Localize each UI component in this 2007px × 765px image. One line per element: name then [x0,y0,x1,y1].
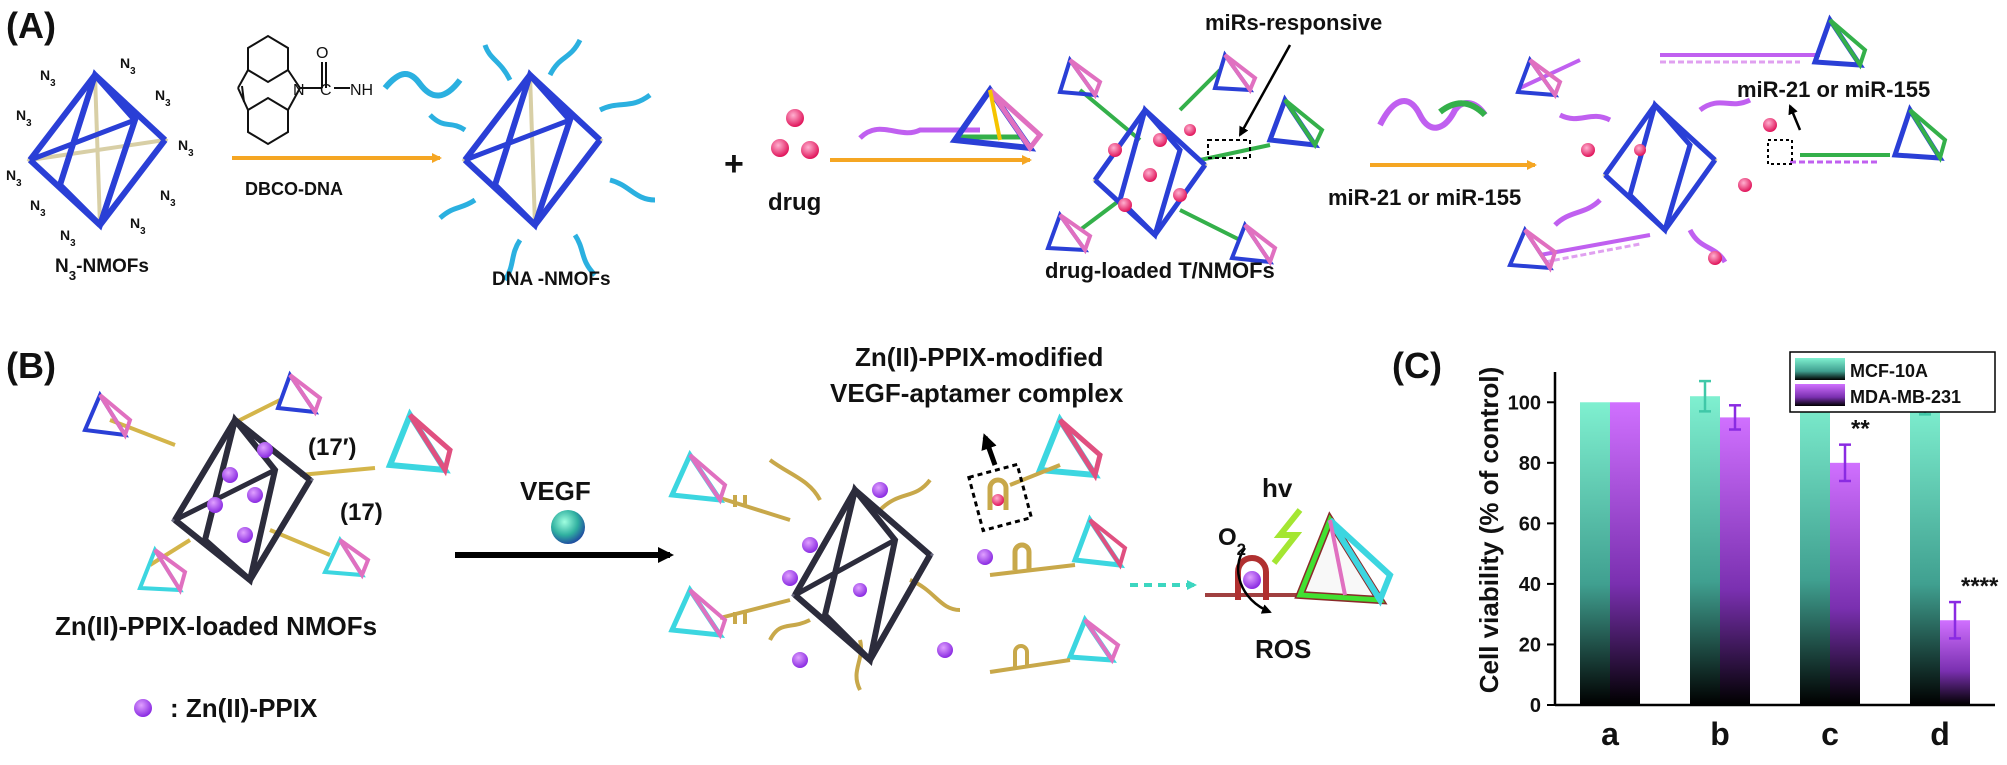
mirna-strand-tail [1438,100,1488,118]
bar-mcf-10a [1690,396,1720,705]
drug-loaded-label: drug-loaded T/NMOFs [1045,258,1275,283]
o2-label: O2 [1218,524,1246,559]
y-tick-label: 40 [1519,574,1541,596]
drug-loaded-nmof-icon [1045,50,1325,267]
n3-nmof-octahedron-icon [26,69,169,231]
y-tick-label: 0 [1530,695,1541,717]
n3-label: N3 [30,197,46,219]
ros-generation-complex-icon [1205,508,1394,614]
reagent-o-label: O [316,45,328,62]
y-tick-label: 20 [1519,634,1541,656]
n3-label: N3 [160,187,176,209]
legend-swatch-mcf [1795,358,1845,380]
n3-label: N3 [120,55,136,77]
bar-mcf-10a [1800,393,1830,705]
n3-label: N3 [155,87,171,109]
release-pointer-arrow [1788,104,1802,131]
released-nmof-icon [1507,14,1948,273]
drug-label: drug [768,189,821,216]
bar-mda-mb-231 [1610,402,1640,705]
plus-sign: + [724,145,744,183]
n3-label: N3 [60,227,76,249]
release-label: miR-21 or miR-155 [1737,77,1930,102]
complex-pointer-arrow [981,433,998,466]
y-tick-label: 100 [1508,392,1541,414]
aptamer-complex-nmof-icon [668,413,1128,691]
strand-17-prime-label: (17′) [308,434,356,461]
significance-label: **** [1961,573,1999,600]
complex-label-line2: VEGF-aptamer complex [830,378,1124,408]
zn-ppix-legend-label: : Zn(II)-PPIX [170,693,318,723]
zn-ppix-loaded-label: Zn(II)-PPIX-loaded NMOFs [55,611,377,641]
bar-mda-mb-231 [1720,417,1750,705]
bar-mda-mb-231 [1830,462,1860,705]
dna-tetrahedron-probe-icon [858,84,1044,153]
dbco-dna-label: DBCO-DNA [245,179,343,199]
responsive-pointer-arrow [1238,44,1292,137]
n3-label: N3 [16,107,32,129]
x-tick-label: d [1930,716,1950,752]
dbco-dna-structure-icon [237,34,463,146]
panel-b-label: (B) [6,345,56,386]
panel-c-label: (C) [1392,345,1442,386]
y-axis-title: Cell viability (% of control) [1474,367,1504,693]
mirs-responsive-label: miRs-responsive [1205,10,1382,35]
y-tick-label: 60 [1519,513,1541,535]
zn-ppix-legend-icon [134,699,152,717]
hv-label: hv [1262,473,1293,503]
complex-label-line1: Zn(II)-PPIX-modified [855,342,1103,372]
legend-swatch-mda [1795,384,1845,406]
y-tick-label: 80 [1519,453,1541,475]
ros-label: ROS [1255,634,1311,664]
vegf-label: VEGF [520,476,591,506]
x-tick-label: b [1710,716,1730,752]
significance-label: ** [1851,416,1870,443]
cell-viability-chart: 0 20 40 60 80 100 a b ** c **** d [1508,372,1999,752]
zn-ppix-loaded-nmof-icon [82,370,453,595]
bar-mcf-10a [1910,402,1940,705]
light-bolt-icon [1271,508,1303,565]
reagent-nh-label: NH [350,82,373,99]
n3-label: N3 [130,215,146,237]
x-tick-label: a [1601,716,1619,752]
bar-mcf-10a [1580,402,1610,705]
dna-nmof-octahedron-icon [428,38,656,282]
n3-label: N3 [6,167,22,189]
reagent-n-label: N [293,82,305,99]
n3-label: N3 [178,137,194,159]
n3-label: N3 [40,67,56,89]
drug-molecules-icon [771,109,819,159]
legend-label-mcf: MCF-10A [1850,361,1928,381]
dna-nmofs-label: DNA -NMOFs [492,269,611,290]
strand-17-label: (17) [340,499,383,526]
chart-legend: MCF-10A MDA-MB-231 [1789,351,1996,413]
reagent-c-label: C [320,82,332,99]
legend-label-mda: MDA-MB-231 [1850,387,1961,407]
panel-a-label: (A) [6,5,56,46]
n3-nmofs-label: N3-NMOFs [55,256,149,283]
vegf-protein-icon [551,510,585,544]
trigger-label: miR-21 or miR-155 [1328,185,1521,210]
x-tick-label: c [1821,716,1839,752]
